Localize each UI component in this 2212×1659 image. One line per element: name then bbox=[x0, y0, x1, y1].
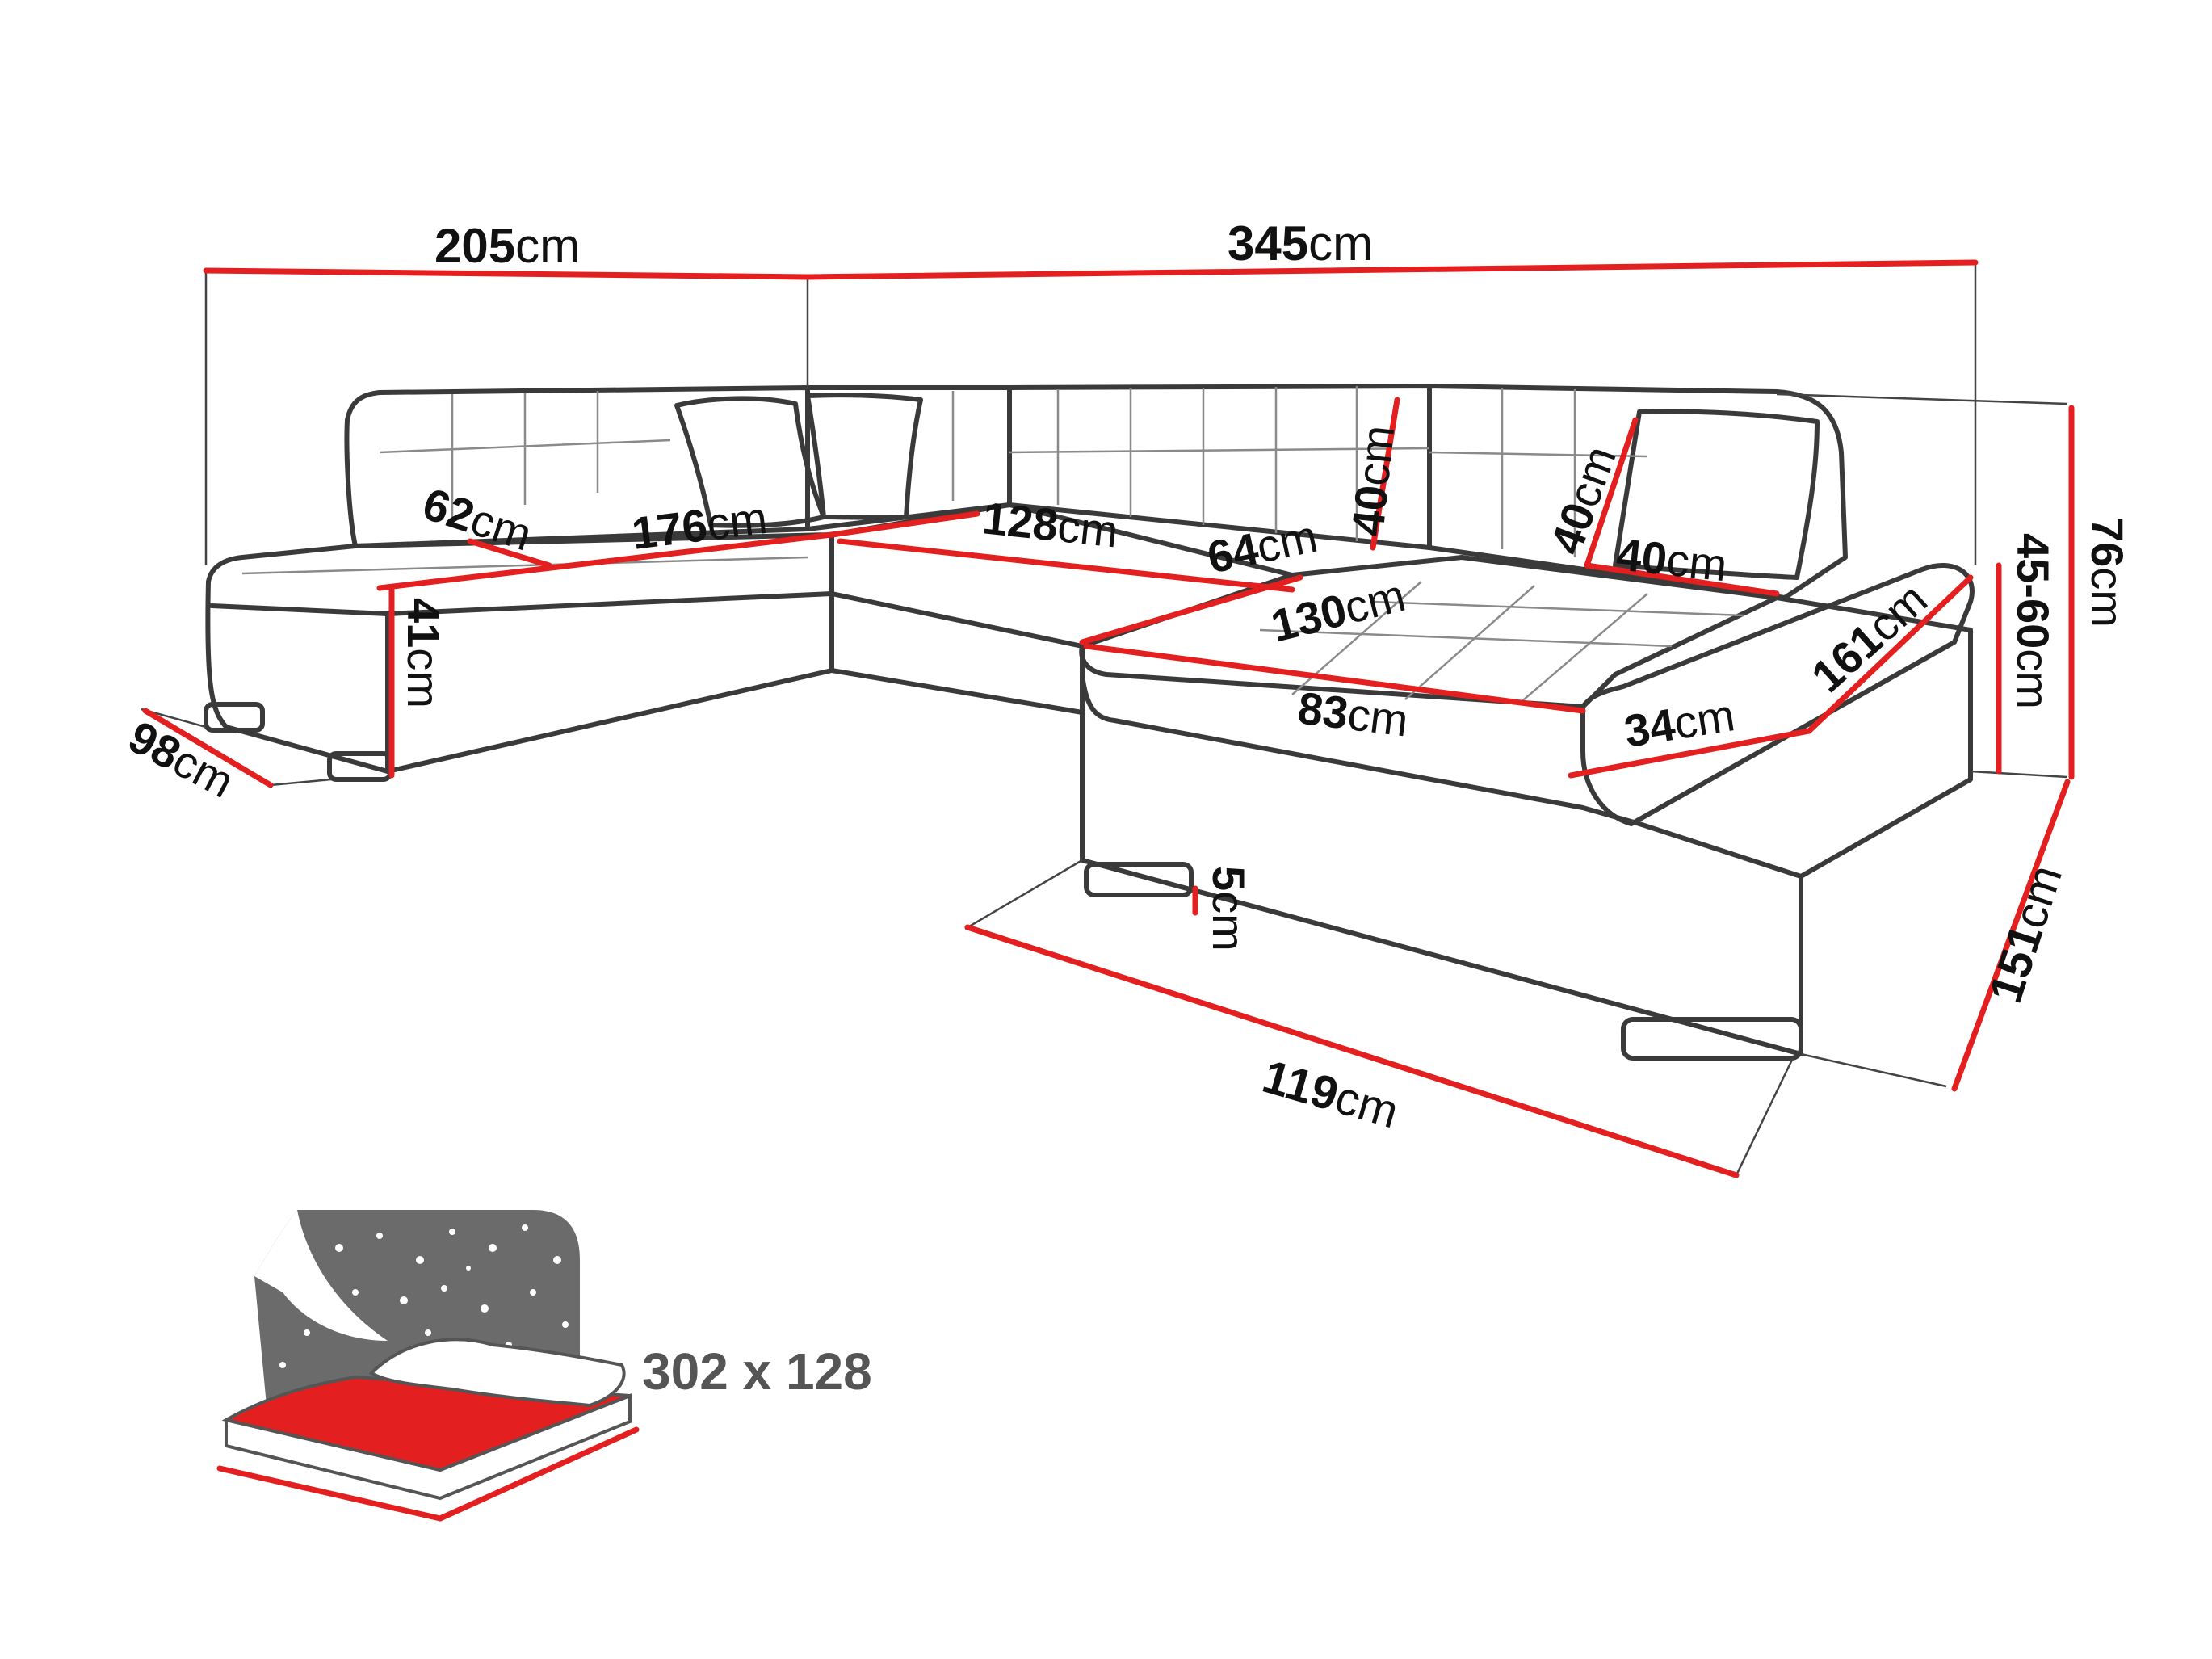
dimline-seat-depth-left bbox=[467, 538, 552, 569]
right-armrest bbox=[1580, 563, 1975, 826]
dimension-lines bbox=[142, 259, 2075, 1178]
stars bbox=[279, 1224, 569, 1368]
label-left-seat-height: 41cm bbox=[398, 598, 449, 708]
dimline-chaise-width bbox=[1083, 643, 1586, 714]
dimline-seat-len-left bbox=[376, 531, 835, 591]
dimline-pillow-w bbox=[1584, 562, 1780, 597]
label-total-height: 76cm bbox=[2082, 517, 2133, 628]
dimline-w-left bbox=[203, 267, 811, 280]
guide-lines bbox=[141, 262, 2068, 1176]
right-backrest bbox=[1427, 384, 1848, 600]
pillow-left-2 bbox=[805, 393, 923, 520]
middle-seat-front bbox=[829, 591, 1085, 649]
leg-chaise-mid bbox=[1084, 862, 1194, 897]
label-seat-depth-mid: 64cm bbox=[1203, 510, 1321, 583]
label-arm-width: 34cm bbox=[1621, 689, 1738, 757]
label-seat-height: 45-60cm bbox=[2008, 533, 2059, 709]
dimline-seat-len-mid bbox=[829, 510, 980, 538]
bed-size-label: 302 x 128 bbox=[642, 1342, 872, 1401]
dimline-back-height-mid bbox=[1370, 397, 1400, 551]
label-seat-depth-left: 62cm bbox=[417, 477, 538, 560]
bed-sleeping-area-icon: 302 x 128 bbox=[216, 1210, 872, 1522]
tufting-seams bbox=[241, 386, 1745, 705]
label-w-right: 345cm bbox=[1228, 216, 1373, 271]
dimline-arm-width bbox=[1568, 728, 1812, 779]
dimline-right-depth bbox=[1951, 779, 2071, 1092]
label-seat-len-left: 176cm bbox=[629, 492, 770, 559]
dimline-pillow-h bbox=[1584, 417, 1639, 569]
chaise-front-top bbox=[1080, 672, 1803, 879]
label-leg-height: 5cm bbox=[1203, 866, 1254, 951]
label-pillow-h: 40cm bbox=[1540, 439, 1626, 561]
blanket bbox=[368, 1338, 626, 1408]
label-pillow-w: 40cm bbox=[1614, 528, 1730, 590]
pillow-right bbox=[1613, 409, 1820, 580]
left-seat-front bbox=[209, 591, 834, 616]
label-back-height-mid: 40cm bbox=[1341, 422, 1404, 538]
leg-chaise-front bbox=[1621, 1017, 1803, 1060]
bed-arrow-length bbox=[216, 1465, 443, 1522]
dimline-w-right bbox=[804, 259, 1979, 280]
label-right-depth: 151cm bbox=[1979, 859, 2073, 1009]
dimline-arm-length bbox=[1806, 574, 1974, 734]
chaise-seat bbox=[1079, 555, 1779, 709]
leg-left-back bbox=[204, 702, 265, 733]
dimline-left-depth bbox=[142, 708, 274, 788]
dimline-seat-depth-mid bbox=[837, 538, 1295, 593]
dimline-chaise-len bbox=[1079, 574, 1303, 645]
label-w-left: 205cm bbox=[434, 219, 580, 273]
bed-arrow-width bbox=[437, 1426, 640, 1522]
dimline-bottom-width bbox=[964, 924, 1740, 1178]
label-chaise-width: 83cm bbox=[1295, 682, 1412, 746]
left-seat bbox=[205, 532, 834, 774]
moon-crescent bbox=[254, 1210, 388, 1341]
label-seat-len-mid: 128cm bbox=[980, 492, 1121, 556]
